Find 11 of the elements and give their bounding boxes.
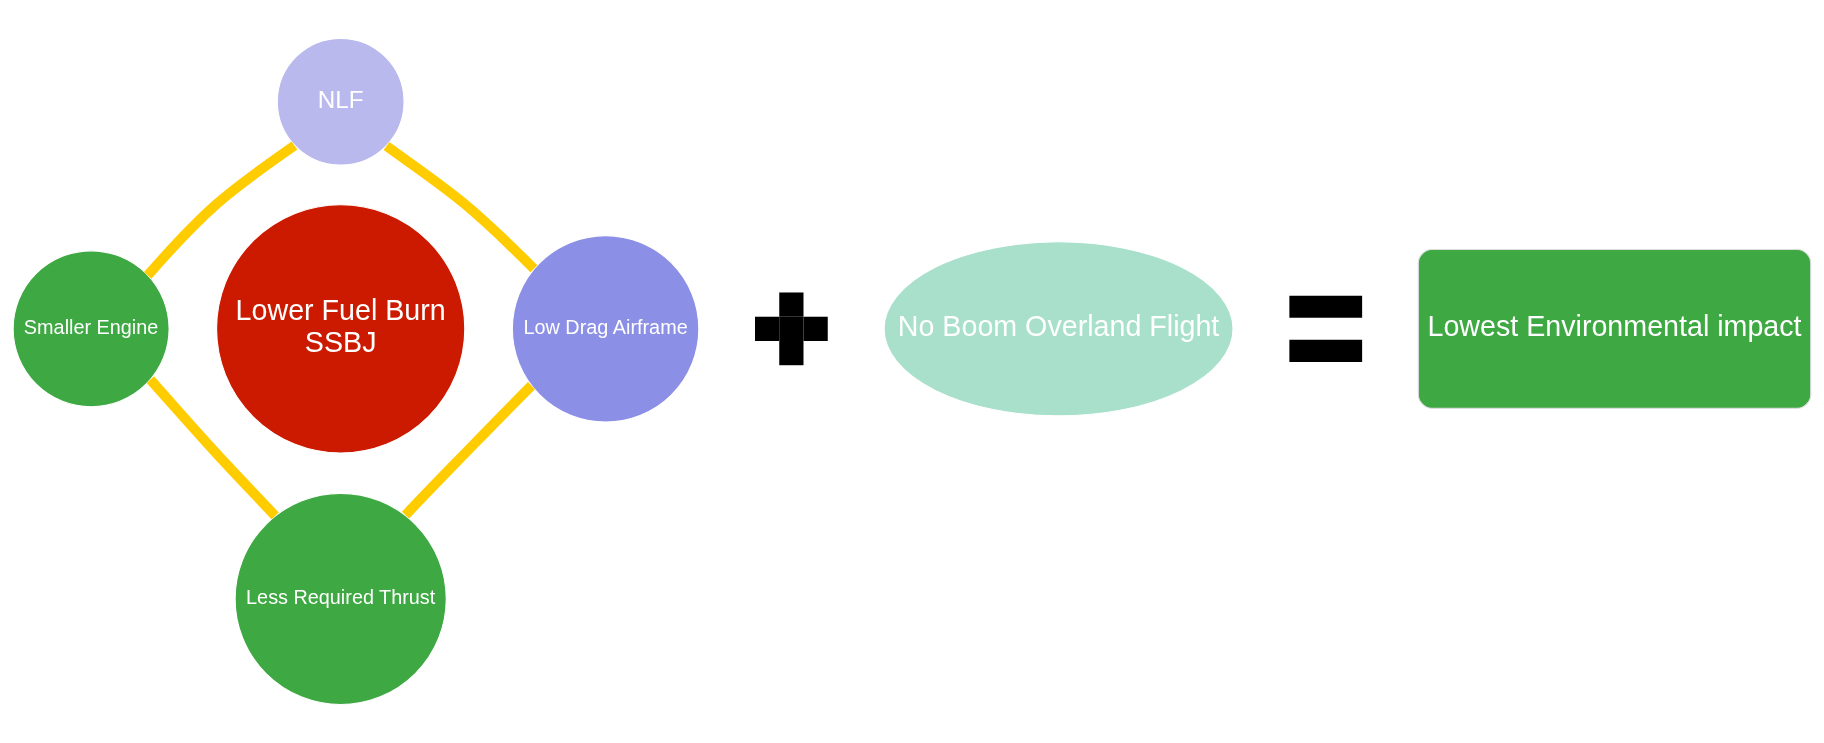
node-ellipse: No Boom Overland Flight [883,241,1234,417]
node-circle: Lower Fuel Burn SSBJ [216,204,466,454]
node-circle: Smaller Engine [12,250,170,408]
node-circle: NLF [276,37,405,166]
connector [401,382,535,519]
connector [144,141,298,279]
node-box: Lowest Environmental impact [1417,248,1812,409]
connector [383,142,538,273]
node-circle: Low Drag Airframe [511,235,700,423]
connector [146,376,279,520]
node-circle: Less Required Thrust [234,492,447,705]
